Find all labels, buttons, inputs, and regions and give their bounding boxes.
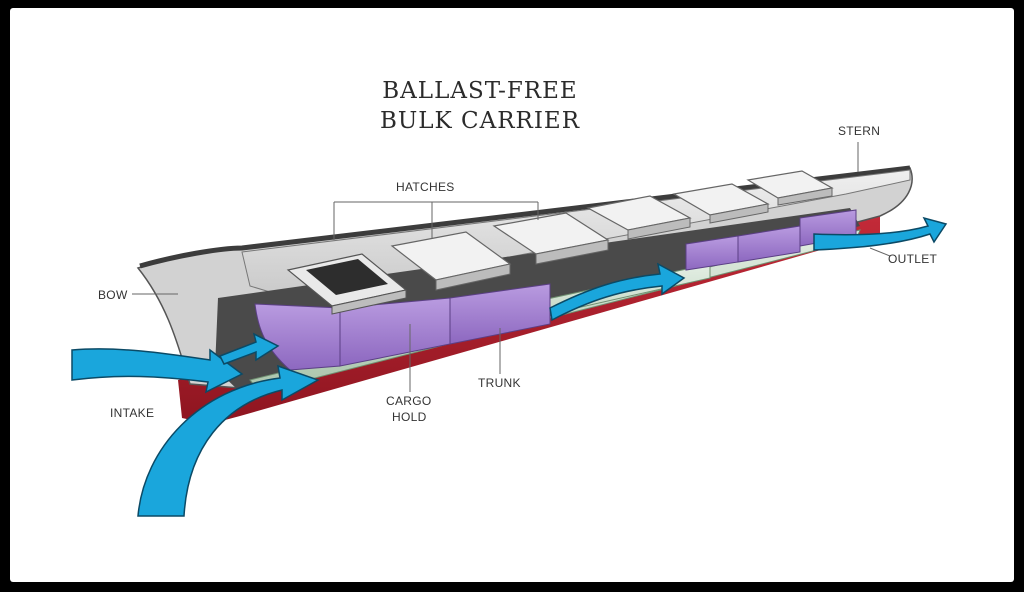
ship-diagram [71, 142, 948, 517]
open-hatch [286, 253, 408, 315]
label-cargo-hold-2: HOLD [392, 410, 427, 424]
outlet-arrow [813, 216, 948, 251]
trunk-flow-arrow [549, 262, 686, 322]
outlet-leader [869, 247, 891, 257]
diagram-title-line2: BULK CARRIER [379, 108, 581, 134]
intake-arrow-upper [71, 348, 244, 394]
deck-edge [139, 165, 911, 269]
label-trunk: TRUNK [478, 376, 521, 390]
label-hatches: HATCHES [396, 180, 455, 194]
intake-arrow-inner [218, 332, 280, 365]
label-bow: BOW [98, 288, 128, 302]
diagram-frame: BALLAST-FREE BULK CARRIER STERN HATCHES … [10, 8, 1014, 582]
label-cargo-hold-1: CARGO [386, 394, 432, 408]
water-flow [71, 216, 948, 517]
diagram-title-line1: BALLAST-FREE [382, 78, 578, 104]
hatches-bracket [333, 201, 539, 240]
label-stern: STERN [838, 124, 881, 138]
cargo-holds [254, 209, 857, 371]
label-intake: INTAKE [110, 406, 155, 420]
leader-lines [132, 142, 891, 392]
label-outlet: OUTLET [888, 252, 938, 266]
hatch-covers [390, 170, 834, 291]
intake-arrow-lower [137, 364, 320, 517]
